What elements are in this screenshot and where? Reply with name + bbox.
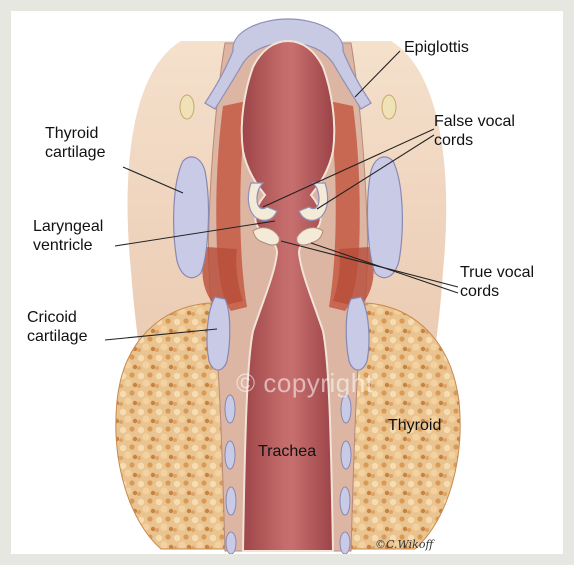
label-epiglottis: Epiglottis [404, 38, 469, 57]
cartilage-nodule-left [180, 95, 194, 119]
label-thyroid-cartilage: Thyroid cartilage [45, 124, 105, 162]
label-thyroid-cartilage-line2: cartilage [45, 143, 105, 162]
label-true-vocal-cords-line2: cords [460, 282, 534, 301]
label-trachea: Trachea [258, 442, 316, 461]
cricoid-cartilage-left [207, 297, 230, 370]
label-false-vocal-cords-line1: False vocal [434, 112, 515, 131]
label-thyroid: Thyroid [388, 416, 441, 435]
copyright-watermark: © copyright [236, 368, 373, 399]
label-cricoid-cartilage-line1: Cricoid [27, 308, 87, 327]
artist-signature: ©C.Wikoff [375, 538, 433, 551]
cartilage-nodule-right [382, 95, 396, 119]
label-laryngeal-ventricle-line2: ventricle [33, 236, 103, 255]
label-laryngeal-ventricle: Laryngeal ventricle [33, 217, 103, 255]
label-true-vocal-cords: True vocal cords [460, 263, 534, 301]
thyroid-cartilage-left [174, 157, 209, 278]
cricoid-cartilage-right [346, 297, 369, 370]
label-false-vocal-cords: False vocal cords [434, 112, 515, 150]
label-true-vocal-cords-line1: True vocal [460, 263, 534, 282]
label-cricoid-cartilage: Cricoid cartilage [27, 308, 87, 346]
label-thyroid-cartilage-line1: Thyroid [45, 124, 105, 143]
label-cricoid-cartilage-line2: cartilage [27, 327, 87, 346]
label-laryngeal-ventricle-line1: Laryngeal [33, 217, 103, 236]
thyroid-cartilage-right [368, 157, 403, 278]
label-false-vocal-cords-line2: cords [434, 131, 515, 150]
illustration-panel: Epiglottis Thyroid cartilage False vocal… [11, 11, 563, 554]
